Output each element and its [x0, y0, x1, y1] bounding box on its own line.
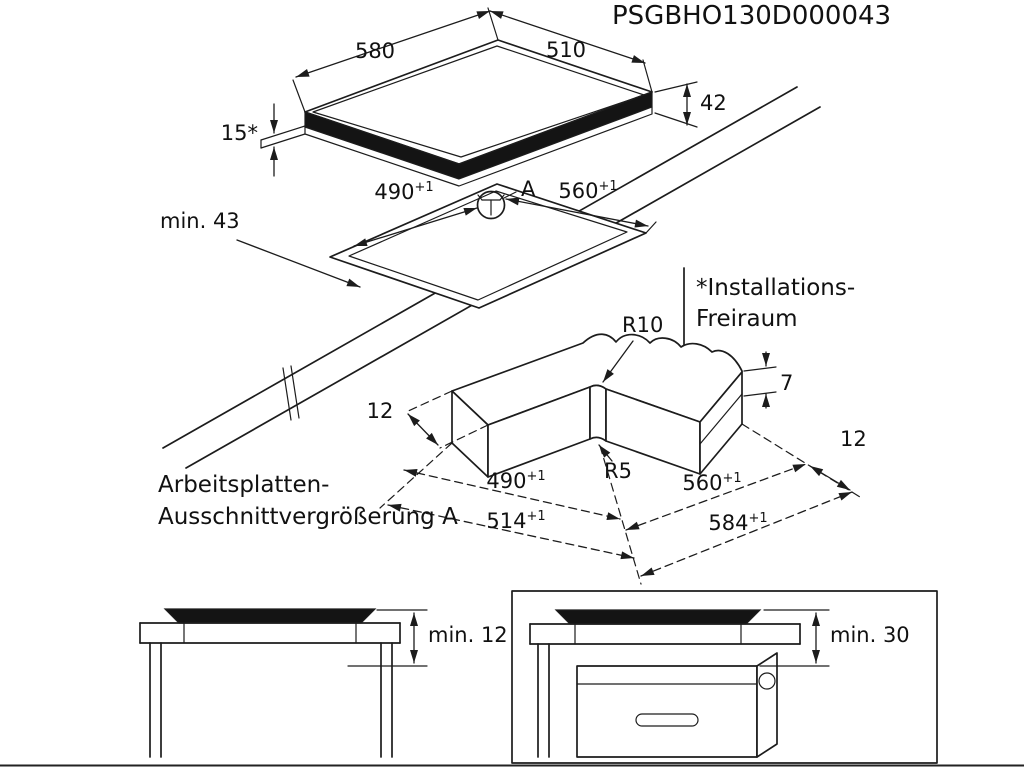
oven-side-panel	[756, 652, 778, 758]
dim-line-490	[353, 207, 478, 247]
dim-label-height: 42	[700, 91, 727, 115]
cabinet-legs	[537, 643, 550, 758]
doc-code: PSGBHO130D000043	[612, 1, 891, 31]
detail-corner-face	[589, 384, 607, 442]
dim-label-clearance: 15*	[221, 121, 258, 145]
hob-dimensions: 580 510 42 15*	[221, 7, 727, 177]
dim-line-580	[295, 10, 491, 78]
detail-marker-label: A	[521, 177, 536, 201]
break-mark	[282, 367, 292, 421]
label-edge-right: 12	[840, 427, 867, 451]
dim-line-514-detail	[387, 503, 635, 560]
detail-caption-line-2: Ausschnittvergrößerung A	[158, 504, 458, 530]
dim-label-cut-depth: 560+1	[558, 179, 617, 203]
section-view-left: min. 12	[139, 608, 508, 758]
section-marker	[476, 190, 517, 220]
break-mark	[290, 365, 300, 419]
hob-isometric-view	[260, 39, 653, 187]
label-lip-height: 7	[780, 371, 793, 395]
detail-box-border	[511, 590, 938, 764]
label-radius-bottom: R5	[604, 459, 632, 483]
dim-label-width: 580	[355, 39, 395, 63]
dim-label-hob-clearance: min. 12	[428, 623, 508, 647]
oven	[576, 652, 778, 758]
label-radius-top: R10	[622, 313, 663, 337]
section-view-right: min. 30	[511, 590, 938, 764]
hob-profile	[554, 609, 762, 625]
dim-line-560	[505, 197, 649, 228]
dim-label-cut-width-detail: 490+1	[486, 469, 545, 493]
hob-side-tab	[260, 125, 306, 149]
dim-line-584-detail	[640, 491, 853, 577]
hob-profile	[163, 608, 377, 624]
note-line-1: *Installations-	[696, 275, 855, 301]
cutout-view: 490+1 560+1 A min. 43	[160, 177, 657, 309]
cabinet-legs	[149, 642, 393, 758]
dim-label-edge-distance: min. 43	[160, 209, 240, 233]
oven-knob	[758, 672, 776, 690]
dim-line-510	[489, 10, 646, 64]
detail-a-view: R10 R5 7 12 490+1 514+1 560+1 584+1 12 A…	[158, 313, 867, 585]
dim-label-oven-clearance: min. 30	[830, 623, 910, 647]
edge-distance-arrow	[236, 239, 361, 288]
oven-front	[576, 665, 758, 758]
dim-label-outer-width: 514+1	[486, 509, 545, 533]
detail-caption-line-1: Arbeitsplatten-	[158, 472, 329, 498]
note-line-2: Freiraum	[696, 306, 798, 332]
label-edge-left: 12	[367, 399, 394, 423]
dim-label-outer-depth: 584+1	[708, 511, 767, 535]
oven-handle	[635, 713, 699, 727]
detail-lip-line	[699, 393, 743, 445]
dim-label-cut-depth-detail: 560+1	[682, 471, 741, 495]
dim-label-depth: 510	[546, 38, 586, 62]
dim-label-cut-width: 490+1	[374, 180, 433, 204]
installation-note: *Installations- Freiraum	[683, 267, 855, 351]
